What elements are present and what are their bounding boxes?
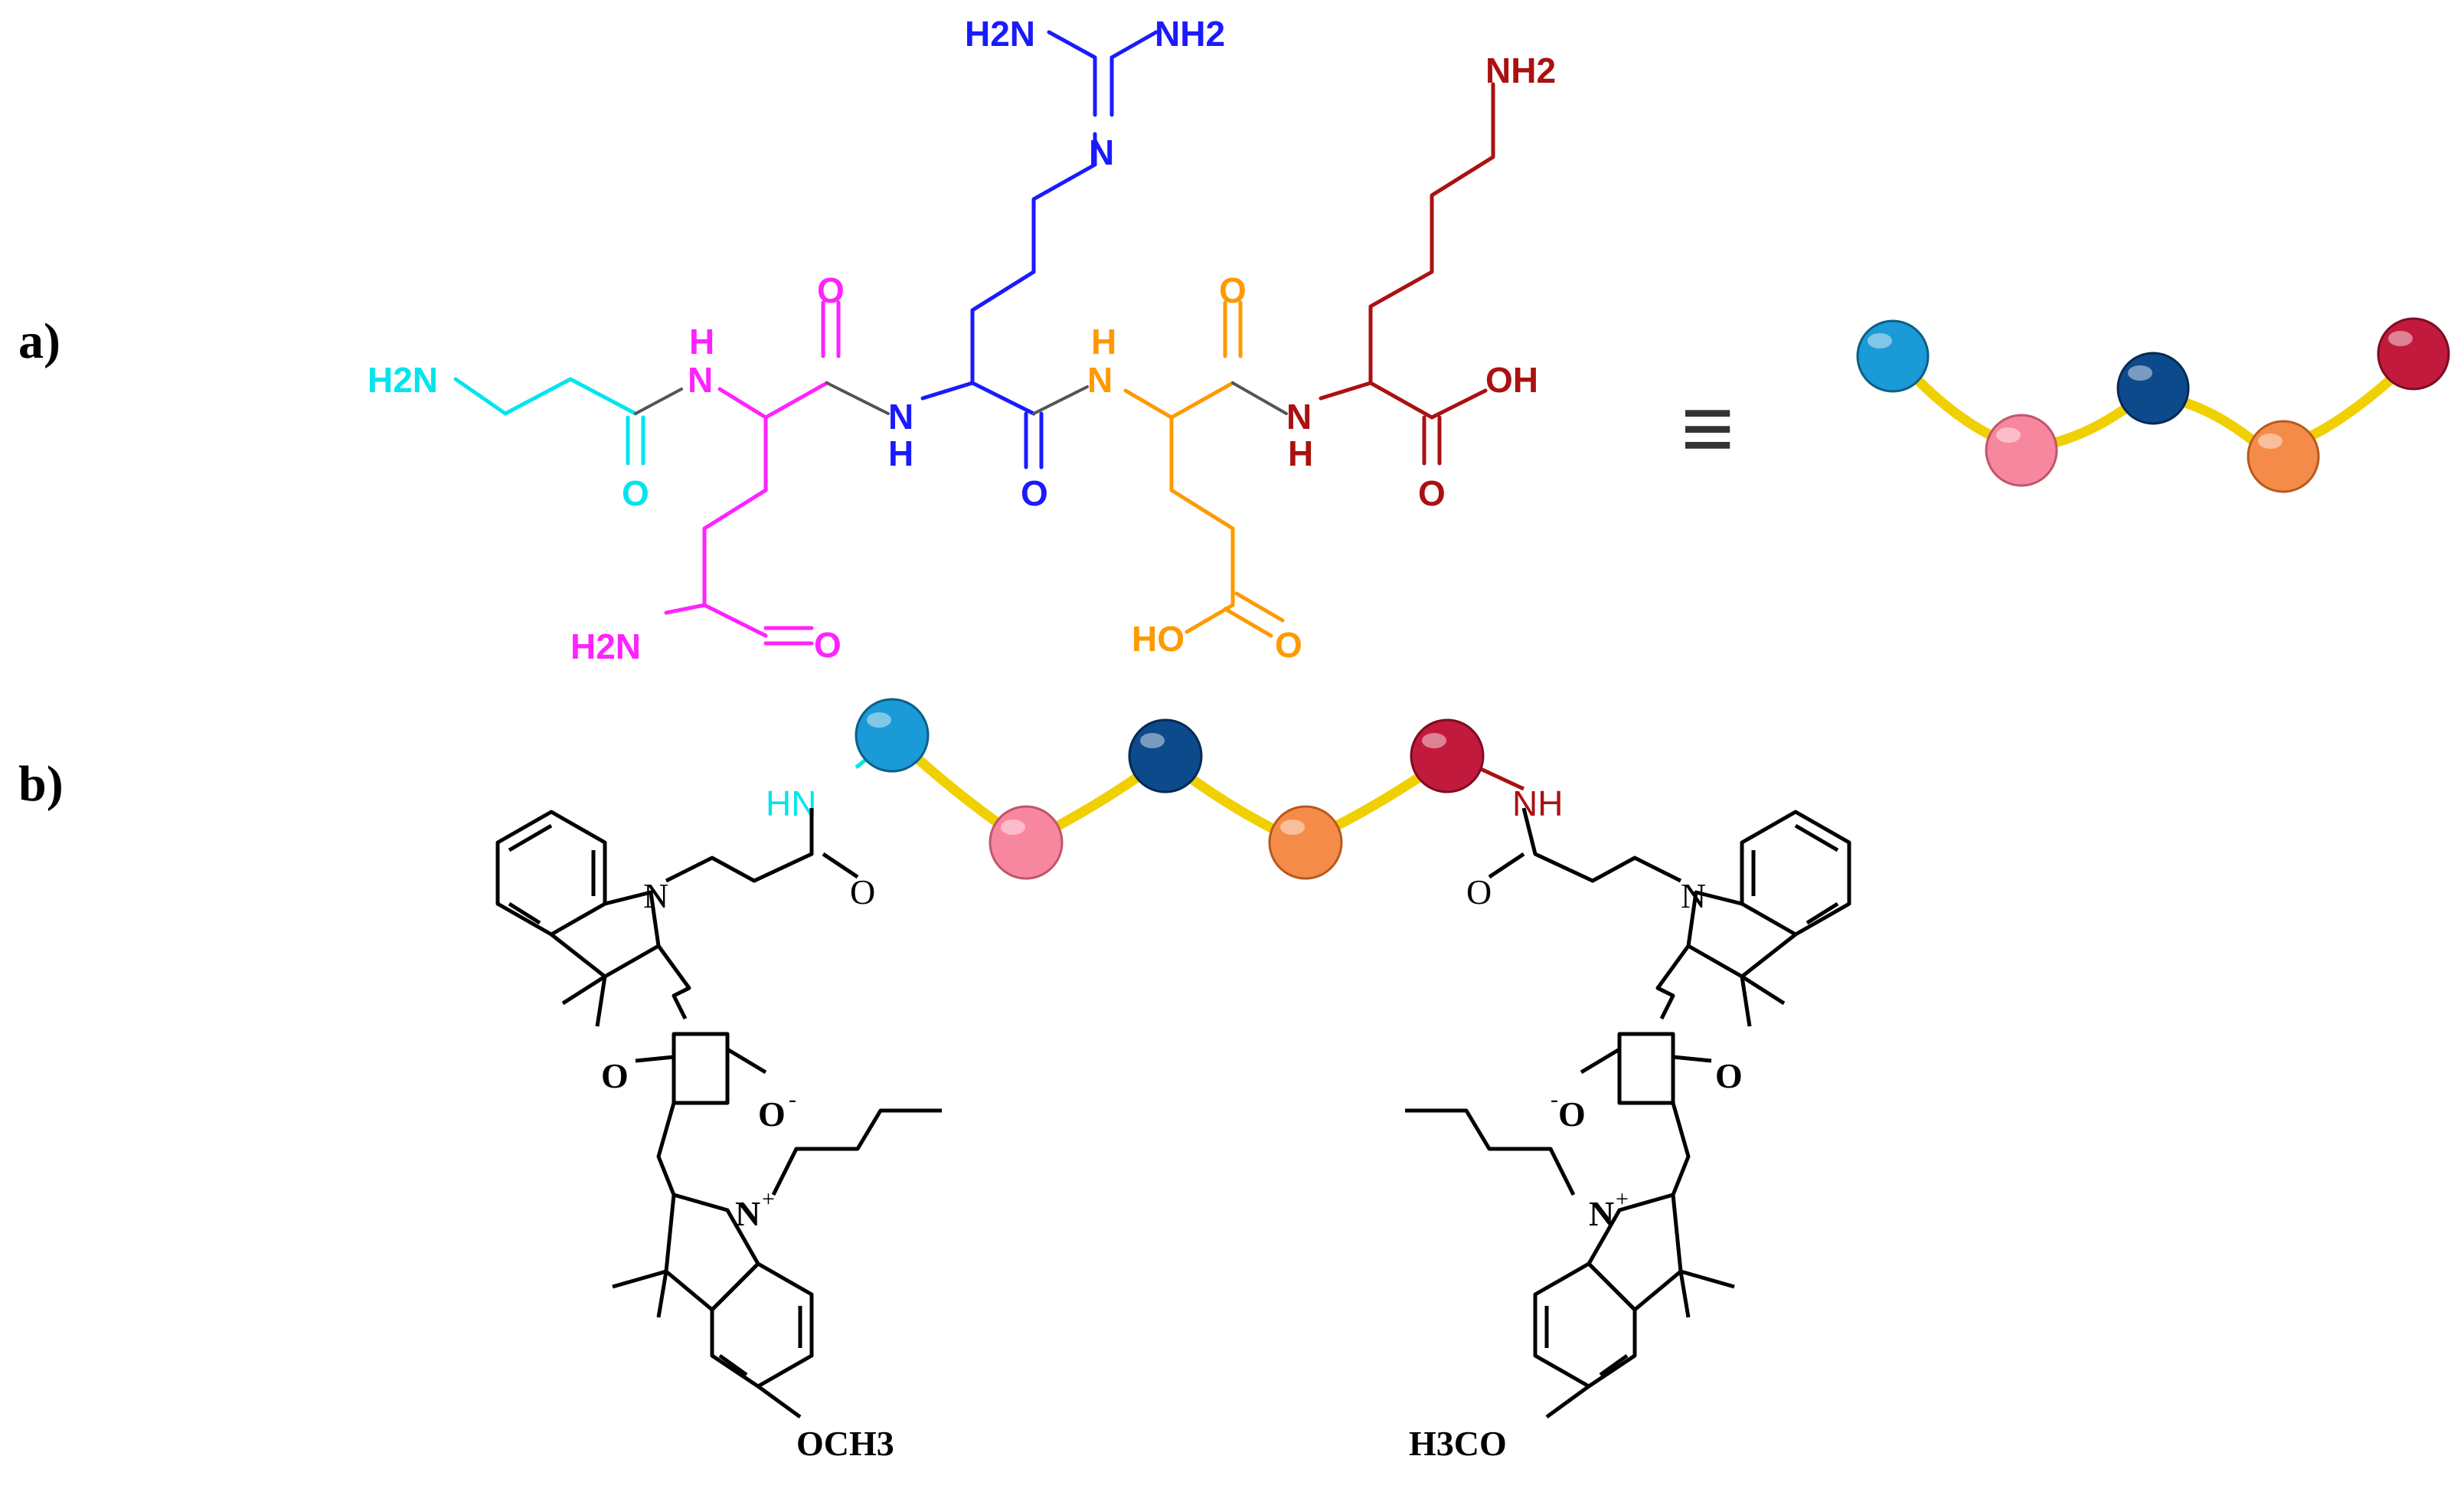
right-butyl xyxy=(1405,1108,1576,1196)
left-methine-1 xyxy=(656,944,691,994)
right-methine-1 xyxy=(1655,944,1691,994)
peptide-structure: H2N O H N O H2N O N xyxy=(368,14,1556,666)
lysine-amine: NH2 xyxy=(1485,51,1556,90)
left-indolium-charge: + xyxy=(762,1186,775,1212)
bead-b-2-pink xyxy=(989,805,1064,880)
left-squaraine-oxide: O xyxy=(758,1094,786,1134)
lysine-backbone-n: N xyxy=(1286,397,1312,437)
bead-b-highlights xyxy=(867,712,1446,835)
left-top-benzene xyxy=(495,810,607,937)
bead-model-b: HN NH xyxy=(766,698,1563,880)
arginine-nh2-left: H2N xyxy=(965,14,1035,54)
glutamate-labels: H N O HO O xyxy=(1087,270,1302,665)
arginine-imine-n: N xyxy=(1089,133,1114,172)
left-methoxy: OCH3 xyxy=(796,1424,894,1463)
bead-a-2-pink xyxy=(1985,414,2058,487)
lysine-labels: N H NH2 OH O xyxy=(1286,51,1556,513)
panel-label-a: a) xyxy=(18,313,60,369)
glutamate-residue xyxy=(1123,300,1285,638)
glutamate-side-o: O xyxy=(1275,625,1302,665)
beta-alanine-carbonyl-o: O xyxy=(622,473,649,513)
left-indole-n: N xyxy=(643,876,668,915)
left-squarate-ring xyxy=(672,1032,730,1105)
lysine-acid-oh: OH xyxy=(1485,360,1538,400)
bead-a-5-red xyxy=(2377,317,2450,391)
left-methine-2 xyxy=(656,1102,676,1196)
lysine-acid-o: O xyxy=(1418,473,1446,513)
right-amide-chain xyxy=(1521,807,1682,883)
glutamate-carbonyl-o: O xyxy=(1219,270,1247,310)
bead-a-4-orange xyxy=(2247,420,2320,493)
right-methine-2 xyxy=(1671,1102,1691,1196)
right-dye-labels: O N O O - N + H3CO xyxy=(1409,872,1743,1463)
bead-a-3-navy xyxy=(2116,352,2190,425)
right-amide-o: O xyxy=(1466,872,1492,911)
bead-a-highlights xyxy=(1868,331,2413,449)
left-amide-o: O xyxy=(850,872,875,911)
bead-a-1-cyan xyxy=(1856,319,1930,393)
right-indolium-charge: + xyxy=(1616,1186,1629,1212)
arginine-carbonyl-o: O xyxy=(1021,473,1048,513)
glutamate-nh-n: N xyxy=(1087,360,1113,400)
glutamine-nh-h: H xyxy=(689,322,714,362)
right-indolium-n: N xyxy=(1589,1194,1614,1233)
arginine-backbone-n: N xyxy=(888,397,913,437)
bead-b-4-orange xyxy=(1268,805,1343,880)
left-dye-labels: O N O O - N + OCH3 xyxy=(601,872,894,1463)
bead-b-1-cyan xyxy=(855,698,930,773)
left-amide-chain xyxy=(665,808,814,883)
left-oxide-charge: - xyxy=(789,1087,796,1112)
left-indolium-n: N xyxy=(735,1194,760,1233)
right-amide-nh: NH xyxy=(1512,784,1563,823)
glutamine-nh-n: N xyxy=(688,360,713,400)
right-oxide-charge: - xyxy=(1551,1087,1558,1112)
bead-b-5-red xyxy=(1410,718,1485,793)
glutamine-side-amide-o: O xyxy=(814,625,841,665)
left-bottom-benzene xyxy=(710,1261,814,1389)
bead-b-3-navy xyxy=(1128,718,1203,793)
lysine-residue xyxy=(1319,82,1495,466)
amide-bond-4 xyxy=(1231,381,1288,415)
glutamate-nh-h: H xyxy=(1091,322,1116,362)
amide-bond-2 xyxy=(825,381,890,415)
left-amide-nh: HN xyxy=(766,784,816,823)
right-top-benzene xyxy=(1740,810,1851,937)
beta-alanine-amine: H2N xyxy=(368,360,438,400)
left-butyl xyxy=(771,1108,942,1196)
bead-model-a xyxy=(1856,317,2450,493)
glutamate-side-oh: HO xyxy=(1132,619,1185,659)
glutamine-side-amide-n: H2N xyxy=(570,627,641,666)
lysine-backbone-h: H xyxy=(1288,434,1313,473)
right-squaraine-ketone-o: O xyxy=(1715,1056,1743,1095)
right-methoxy: H3CO xyxy=(1409,1424,1507,1463)
arginine-residue xyxy=(920,30,1158,470)
right-squaraine-dye xyxy=(1405,807,1851,1419)
right-squarate-ring xyxy=(1617,1032,1675,1105)
glutamine-residue xyxy=(664,300,841,646)
right-bottom-benzene xyxy=(1533,1261,1637,1389)
arginine-labels: N H O N H2N NH2 xyxy=(888,14,1225,513)
glutamine-carbonyl-o: O xyxy=(817,270,845,310)
right-squaraine-oxide: O xyxy=(1558,1094,1586,1134)
beta-alanine-residue xyxy=(453,377,645,466)
panel-label-b: b) xyxy=(18,756,64,812)
beta-alanine-labels: H2N O xyxy=(368,360,649,513)
left-squaraine-ketone-o: O xyxy=(601,1056,629,1095)
left-squaraine-dye xyxy=(495,808,942,1419)
amide-bond-1 xyxy=(634,388,683,415)
arginine-nh2-right: NH2 xyxy=(1155,14,1225,54)
amide-bond-3 xyxy=(1032,385,1089,415)
right-indole-n: N xyxy=(1681,876,1706,915)
equivalence-symbol: ≡ xyxy=(1681,377,1734,479)
arginine-backbone-h: H xyxy=(888,434,913,473)
glutamine-labels: H N O H2N O xyxy=(570,270,845,666)
